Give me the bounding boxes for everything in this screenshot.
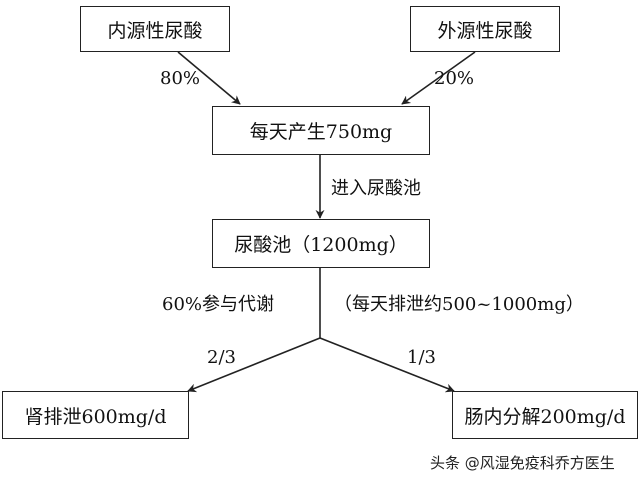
- metabolism-label: 60%参与代谢: [162, 294, 275, 315]
- enter-pool-label: 进入尿酸池: [331, 178, 421, 199]
- renal-excretion-box: 肾排泄600mg/d: [2, 391, 189, 439]
- daily-excretion-label: （每天排泄约500~1000mg）: [334, 294, 584, 315]
- renal-fraction-label: 2/3: [207, 347, 236, 368]
- intestinal-fraction-label: 1/3: [407, 347, 436, 368]
- exogenous-uric-acid-box: 外源性尿酸: [410, 6, 560, 52]
- intestinal-breakdown-box: 肠内分解200mg/d: [452, 391, 638, 439]
- endogenous-percent-label: 80%: [160, 68, 201, 89]
- endogenous-uric-acid-box: 内源性尿酸: [80, 6, 230, 52]
- watermark: 头条 @风湿免疫科乔方医生: [430, 454, 615, 472]
- daily-production-box: 每天产生750mg: [212, 106, 430, 155]
- uric-acid-pool-box: 尿酸池（1200mg）: [212, 219, 430, 268]
- arrow-split-to-renal: [187, 337, 321, 393]
- arrow-split-to-intestinal: [319, 337, 455, 393]
- exogenous-percent-label: 20%: [434, 68, 475, 89]
- arrow-endogenous-to-daily: [177, 51, 241, 105]
- arrow-exogenous-to-daily: [401, 51, 476, 105]
